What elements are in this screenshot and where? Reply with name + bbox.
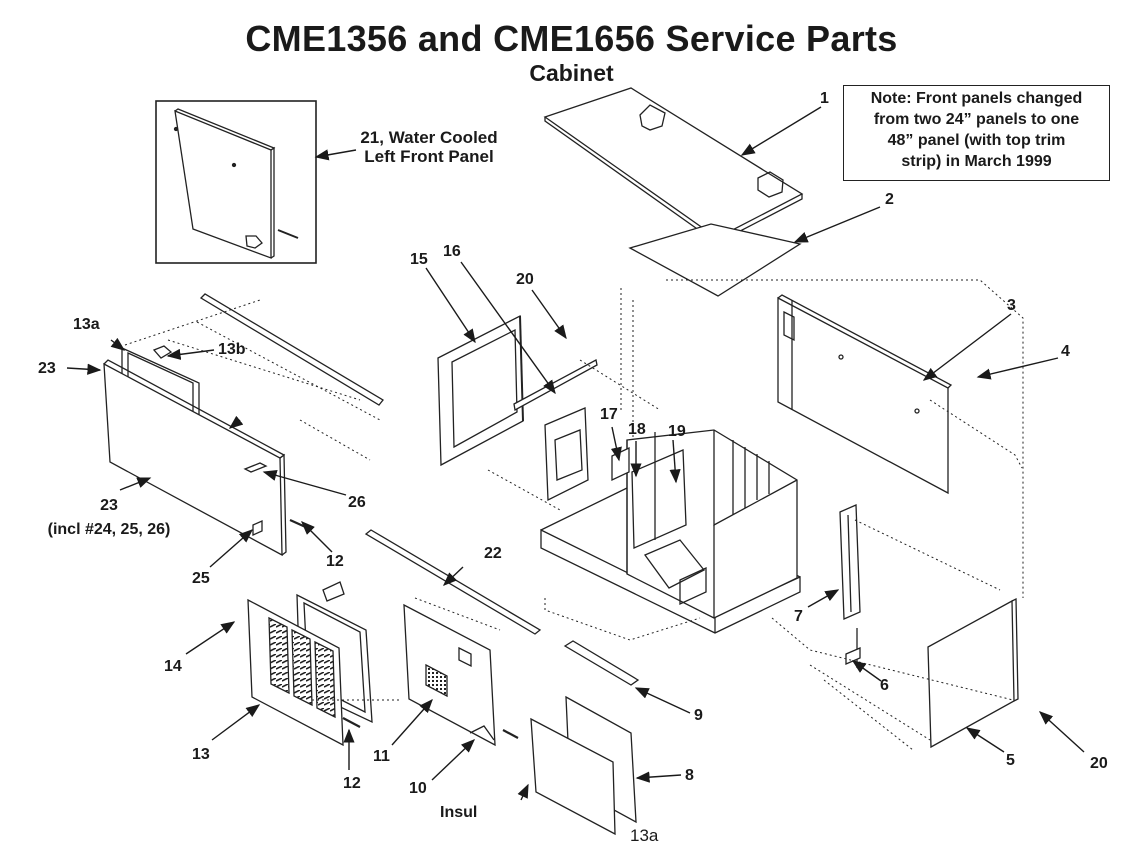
- note-box: Note: Front panels changed from two 24” …: [843, 85, 1110, 181]
- inset-frame: [155, 100, 317, 264]
- bracket-part-6: [845, 628, 861, 668]
- callout-10: 10: [409, 780, 427, 797]
- diagram-title: CME1356 and CME1656 Service Parts: [245, 18, 898, 59]
- callout-22: 22: [484, 545, 502, 562]
- callout-13: 13: [192, 746, 210, 763]
- right-front-panel-part-5: [927, 597, 1019, 749]
- callout-23-main: 23 (incl #24, 25, 26): [20, 496, 198, 539]
- callout-6: 6: [880, 677, 889, 694]
- callout-18: 18: [628, 421, 646, 438]
- callout-14: 14: [164, 658, 182, 675]
- note-line: strip) in March 1999: [901, 153, 1052, 170]
- rail-part-16: [513, 359, 598, 412]
- inset-label-line: 21, Water Cooled: [360, 128, 498, 147]
- callout-13b: 13b: [218, 341, 246, 358]
- top-panel-part-1: [543, 87, 804, 245]
- note-line: Note: Front panels changed: [870, 90, 1083, 107]
- insulation-panel: [530, 717, 616, 836]
- callout-3: 3: [1007, 297, 1016, 314]
- callout-13a-bottom: 13a: [630, 826, 659, 845]
- top-trim-strip-part-22: [364, 529, 542, 635]
- callout-7: 7: [794, 608, 803, 625]
- callout-19: 19: [668, 423, 686, 440]
- note-line: from two 24” panels to one: [873, 111, 1080, 128]
- callout-12-top: 12: [326, 553, 344, 570]
- callout-16: 16: [443, 243, 461, 260]
- left-side-panel-part-15: [437, 314, 524, 467]
- callout-17: 17: [600, 406, 618, 423]
- callout-15: 15: [410, 251, 428, 268]
- right-side-panel-part-3: [777, 294, 953, 495]
- callout-26: 26: [348, 494, 366, 511]
- top-insulation-part-2: [628, 223, 802, 297]
- post-part-7: [839, 504, 861, 620]
- inset-label: 21, Water Cooled Left Front Panel: [329, 128, 529, 166]
- louvered-front-part-13: [247, 598, 361, 747]
- callout-11: 11: [373, 748, 390, 765]
- callout-5: 5: [1006, 752, 1015, 769]
- callout-4: 4: [1061, 343, 1070, 360]
- callout-20-bottom: 20: [1090, 755, 1108, 772]
- callout-1: 1: [820, 90, 829, 107]
- callout-insul: Insul: [440, 804, 478, 821]
- center-front-panel-part-11: [403, 603, 519, 747]
- water-cooled-panel-inset: [173, 108, 299, 259]
- diagram-subtitle: Cabinet: [529, 60, 614, 86]
- trim-part-9: [563, 640, 640, 686]
- callout-23-top: 23: [38, 360, 56, 377]
- left-front-panel-part-23: [103, 293, 384, 557]
- callout-25: 25: [192, 570, 210, 587]
- callout-9: 9: [694, 707, 703, 724]
- assembly-guide-lines: [124, 279, 1024, 751]
- callout-23-number: 23: [100, 497, 118, 514]
- callout-23-note: (incl #24, 25, 26): [47, 521, 171, 538]
- callout-20-top: 20: [516, 271, 534, 288]
- callout-leaders: [66, 106, 1085, 801]
- callout-2: 2: [885, 191, 894, 208]
- cabinet-frame-interior: [544, 407, 798, 619]
- inset-label-line: Left Front Panel: [364, 147, 494, 166]
- note-line: 48” panel (with top trim: [887, 132, 1066, 149]
- callout-8: 8: [685, 767, 694, 784]
- callout-13a-top: 13a: [73, 316, 100, 333]
- callout-12-bottom: 12: [343, 775, 361, 792]
